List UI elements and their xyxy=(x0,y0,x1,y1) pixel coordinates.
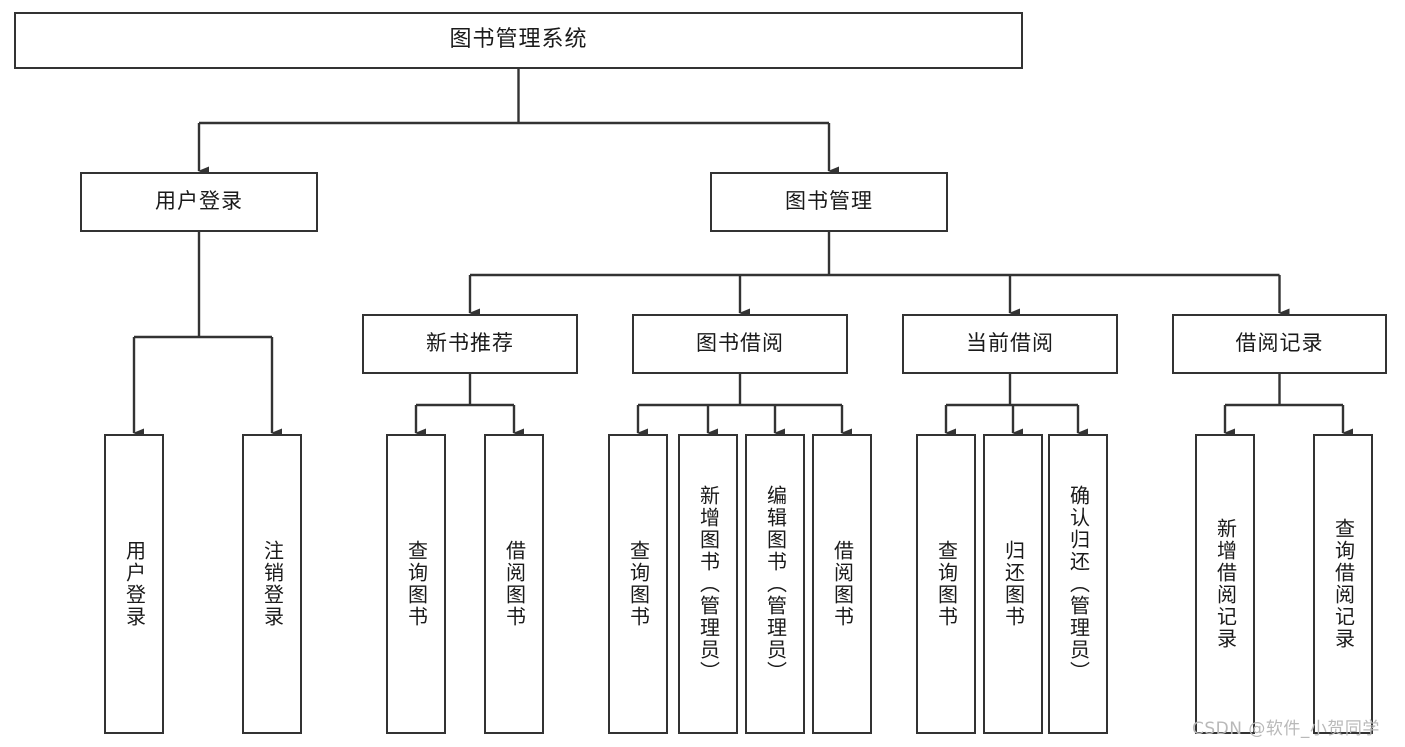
node-leaf-login-2[interactable]: 注销登录 xyxy=(242,434,302,734)
node-label: 图书借阅 xyxy=(696,331,784,356)
node-leaf-bor-4[interactable]: 借阅图书 xyxy=(812,434,872,734)
node-label: 当前借阅 xyxy=(966,331,1054,356)
node-newbook[interactable]: 新书推荐 xyxy=(362,314,578,374)
node-leaf-cur-3[interactable]: 确认归还（管理员） xyxy=(1048,434,1108,734)
node-label: 图书管理 xyxy=(785,189,873,214)
node-label: 图书管理系统 xyxy=(449,27,588,53)
node-borrow[interactable]: 图书借阅 xyxy=(632,314,848,374)
node-label: 归还图书 xyxy=(1001,540,1026,628)
node-label: 确认归还（管理员） xyxy=(1066,485,1091,683)
node-label: 新书推荐 xyxy=(426,331,514,356)
node-label: 用户登录 xyxy=(122,540,147,628)
node-leaf-login-1[interactable]: 用户登录 xyxy=(104,434,164,734)
node-leaf-rec-1[interactable]: 新增借阅记录 xyxy=(1195,434,1255,734)
node-root[interactable]: 图书管理系统 xyxy=(14,12,1023,69)
node-leaf-new-2[interactable]: 借阅图书 xyxy=(484,434,544,734)
node-label: 查询图书 xyxy=(934,540,959,628)
node-records[interactable]: 借阅记录 xyxy=(1172,314,1387,374)
node-leaf-new-1[interactable]: 查询图书 xyxy=(386,434,446,734)
node-label: 注销登录 xyxy=(260,540,285,628)
node-label: 借阅图书 xyxy=(830,540,855,628)
node-label: 编辑图书（管理员） xyxy=(763,485,788,683)
node-leaf-rec-2[interactable]: 查询借阅记录 xyxy=(1313,434,1373,734)
node-leaf-cur-2[interactable]: 归还图书 xyxy=(983,434,1043,734)
node-label: 借阅图书 xyxy=(502,540,527,628)
node-leaf-bor-2[interactable]: 新增图书（管理员） xyxy=(678,434,738,734)
node-bookmgmt[interactable]: 图书管理 xyxy=(710,172,948,232)
node-label: 新增借阅记录 xyxy=(1213,518,1238,650)
node-label: 借阅记录 xyxy=(1235,331,1324,356)
node-label: 查询借阅记录 xyxy=(1331,518,1356,650)
node-current[interactable]: 当前借阅 xyxy=(902,314,1118,374)
node-label: 用户登录 xyxy=(155,189,243,214)
node-leaf-bor-1[interactable]: 查询图书 xyxy=(608,434,668,734)
node-leaf-cur-1[interactable]: 查询图书 xyxy=(916,434,976,734)
node-label: 新增图书（管理员） xyxy=(696,485,721,683)
node-login[interactable]: 用户登录 xyxy=(80,172,318,232)
csdn-watermark: CSDN @软件_小贺同学 xyxy=(1192,719,1380,739)
node-label: 查询图书 xyxy=(404,540,429,628)
node-label: 查询图书 xyxy=(626,540,651,628)
node-leaf-bor-3[interactable]: 编辑图书（管理员） xyxy=(745,434,805,734)
